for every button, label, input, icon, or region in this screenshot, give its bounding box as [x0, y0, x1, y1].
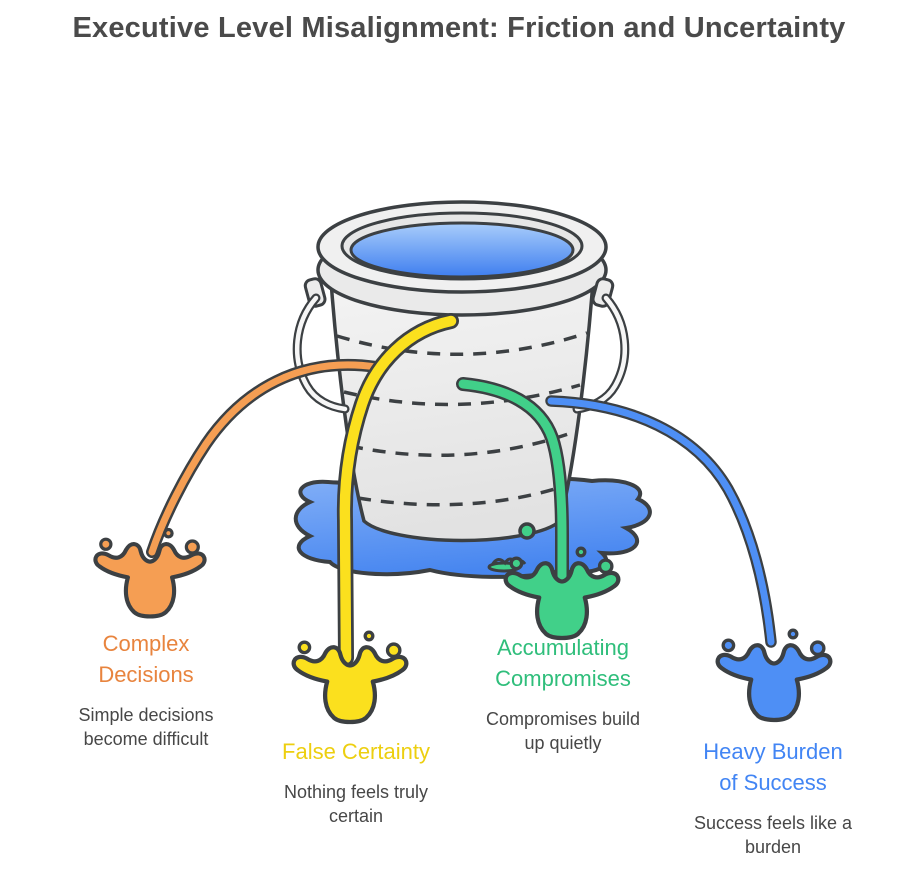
leak-label-false-certainty: False Certainty Nothing feels truly cert… [236, 736, 476, 829]
leak-title-accumulating-compromises: Accumulating Compromises [495, 635, 631, 692]
leak-title-complex-decisions: Complex Decisions [98, 631, 194, 688]
leak-label-accumulating-compromises: Accumulating Compromises Compromises bui… [443, 632, 683, 756]
bucket-water-surface [349, 221, 575, 279]
leak-stream-false-certainty [336, 313, 459, 666]
leak-stream-complex-decisions [146, 358, 382, 558]
bucket [292, 200, 630, 543]
leak-label-heavy-burden-of-success: Heavy Burden of Success Success feels li… [653, 736, 893, 860]
leak-description-heavy-burden-of-success: Success feels like a burden [693, 813, 853, 858]
leak-title-false-certainty: False Certainty [282, 739, 430, 764]
splash-droplet [518, 522, 536, 540]
leak-description-false-certainty: Nothing feels truly certain [283, 782, 429, 827]
leak-streams [146, 313, 777, 666]
leak-label-complex-decisions: Complex Decisions Simple decisions becom… [26, 628, 266, 752]
leak-description-accumulating-compromises: Compromises build up quietly [485, 709, 641, 754]
leak-stream-heavy-burden-of-success [545, 395, 777, 648]
bucket-handle-left [292, 277, 350, 414]
bucket-dashed-line-1 [336, 331, 588, 357]
bucket-dashed-line-2 [343, 383, 581, 407]
bucket-dashed-line-3 [349, 430, 575, 458]
leak-stream-accumulating-compromises [456, 377, 569, 583]
leak-title-heavy-burden-of-success: Heavy Burden of Success [703, 739, 843, 796]
diagram-title: Executive Level Misalignment: Friction a… [72, 12, 846, 44]
bucket-dashed-lines [336, 331, 588, 507]
leak-description-complex-decisions: Simple decisions become difficult [78, 705, 214, 750]
bucket-dashed-line-4 [357, 484, 566, 507]
